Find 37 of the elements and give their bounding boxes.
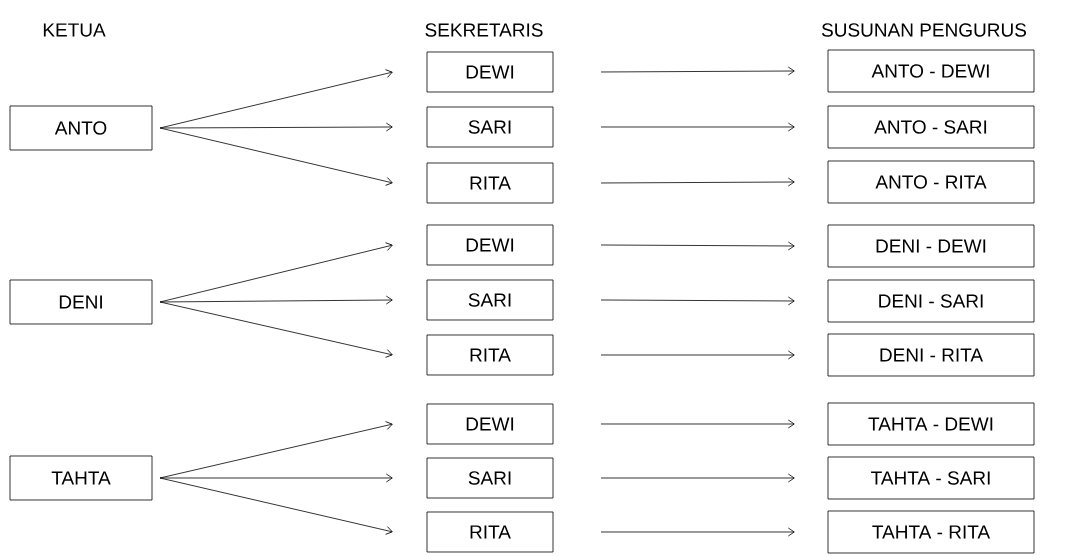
- pair-box: ANTO - RITA: [827, 160, 1035, 204]
- arrow: [159, 477, 393, 535]
- secretary-box: DEWI: [426, 403, 554, 445]
- arrow: [159, 301, 393, 358]
- pair-box: DENI - RITA: [827, 333, 1035, 377]
- column-heading: KETUA: [43, 23, 106, 37]
- arrow: [600, 66, 795, 76]
- arrow: [600, 241, 795, 251]
- pair-box: TAHTA - SARI: [827, 456, 1035, 500]
- pair-box: TAHTA - RITA: [827, 510, 1035, 554]
- chairman-box: ANTO: [9, 105, 153, 151]
- arrow: [159, 127, 393, 186]
- secretary-box: RITA: [426, 162, 554, 204]
- secretary-box: SARI: [426, 106, 554, 148]
- chairman-box: DENI: [9, 279, 153, 325]
- secretary-box: RITA: [426, 334, 554, 376]
- arrow: [600, 350, 795, 360]
- secretary-box: DEWI: [426, 51, 554, 93]
- pair-box: TAHTA - DEWI: [827, 402, 1035, 446]
- arrow: [600, 177, 795, 187]
- pair-box: ANTO - SARI: [827, 105, 1035, 149]
- arrow: [600, 296, 795, 306]
- arrow: [159, 473, 393, 483]
- arrow: [600, 473, 795, 483]
- pair-box: DENI - SARI: [827, 279, 1035, 323]
- chairman-box: TAHTA: [9, 455, 153, 501]
- pair-box: DENI - DEWI: [827, 224, 1035, 268]
- arrow: [159, 122, 393, 132]
- arrow: [600, 527, 795, 537]
- pair-box: ANTO - DEWI: [827, 49, 1035, 93]
- secretary-box: DEWI: [426, 224, 554, 266]
- secretary-box: SARI: [426, 457, 554, 499]
- secretary-box: RITA: [426, 511, 554, 553]
- arrow: [159, 295, 393, 305]
- secretary-box: SARI: [426, 279, 554, 321]
- arrow: [600, 419, 795, 429]
- arrow: [600, 122, 795, 132]
